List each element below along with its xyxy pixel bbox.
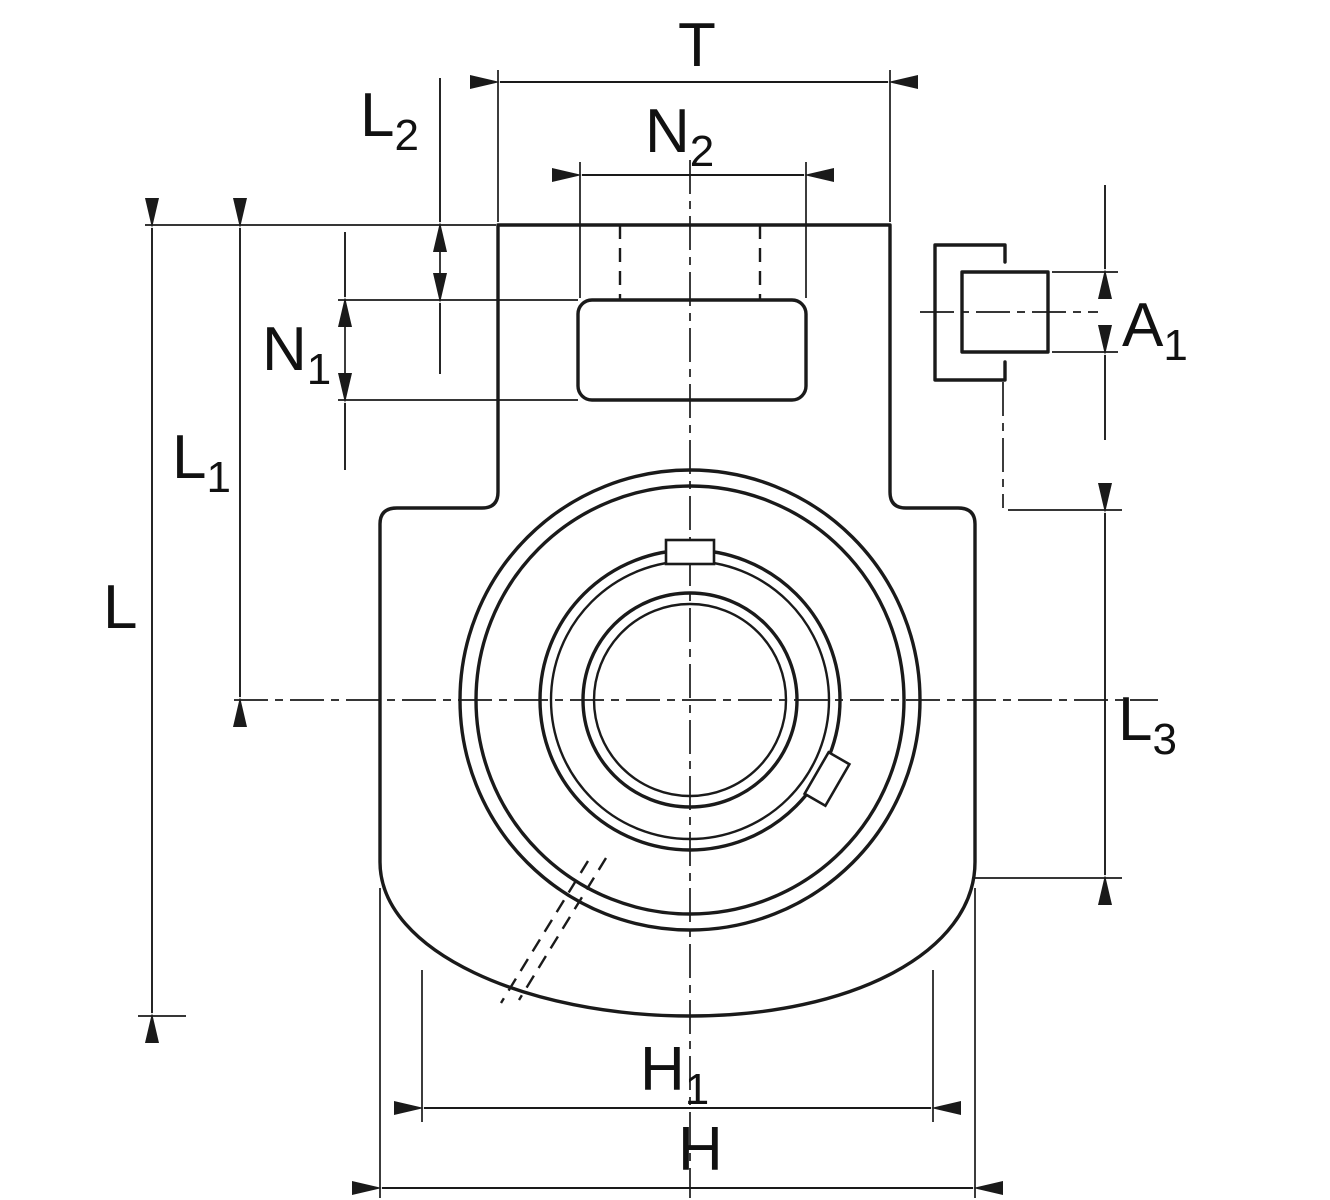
- dimension-N1: N1: [262, 232, 578, 470]
- guide-bracket: [933, 243, 1050, 382]
- dimension-A1: A1: [1052, 185, 1188, 440]
- bearing-circles: [458, 468, 922, 932]
- hidden-bore-line-1: [517, 857, 608, 1001]
- dim-label-H: H: [678, 1115, 723, 1184]
- dim-label-A1: A1: [1122, 291, 1188, 370]
- dimension-L2: L2: [360, 78, 447, 374]
- dim-label-L1: L1: [172, 423, 231, 502]
- dim-label-L2: L2: [360, 81, 419, 160]
- locking-tab-side: [802, 750, 852, 808]
- shaft-bore-outer-circle: [581, 591, 799, 809]
- dimension-T: T: [470, 11, 918, 222]
- guide-pin: [960, 270, 1050, 354]
- locking-tab-top: [664, 538, 716, 566]
- housing-bore-inner-circle: [474, 484, 906, 916]
- housing-bore-outer-circle: [458, 468, 922, 932]
- top-slot-cavity: [576, 298, 808, 402]
- dim-label-L: L: [103, 573, 137, 642]
- dim-label-T: T: [678, 11, 716, 80]
- dim-label-N2: N2: [645, 97, 714, 176]
- shaft-bore-inner-circle: [592, 602, 788, 798]
- centerlines: [234, 160, 1158, 1198]
- dimension-L1: L1: [145, 198, 496, 727]
- dimension-L: L: [103, 198, 186, 1043]
- dim-label-L3: L3: [1118, 685, 1177, 764]
- dimension-H: H: [352, 888, 1003, 1198]
- dim-label-H1: H1: [640, 1035, 709, 1114]
- dimension-L3: L3: [972, 483, 1177, 905]
- dimension-H1: H1: [394, 970, 961, 1122]
- bracket-outline: [933, 243, 1007, 382]
- dimension-N2: N2: [552, 97, 834, 298]
- dim-label-N1: N1: [262, 315, 331, 394]
- housing: [378, 223, 977, 1018]
- housing-outline: [378, 223, 977, 1018]
- hidden-bore-line-2: [499, 860, 590, 1004]
